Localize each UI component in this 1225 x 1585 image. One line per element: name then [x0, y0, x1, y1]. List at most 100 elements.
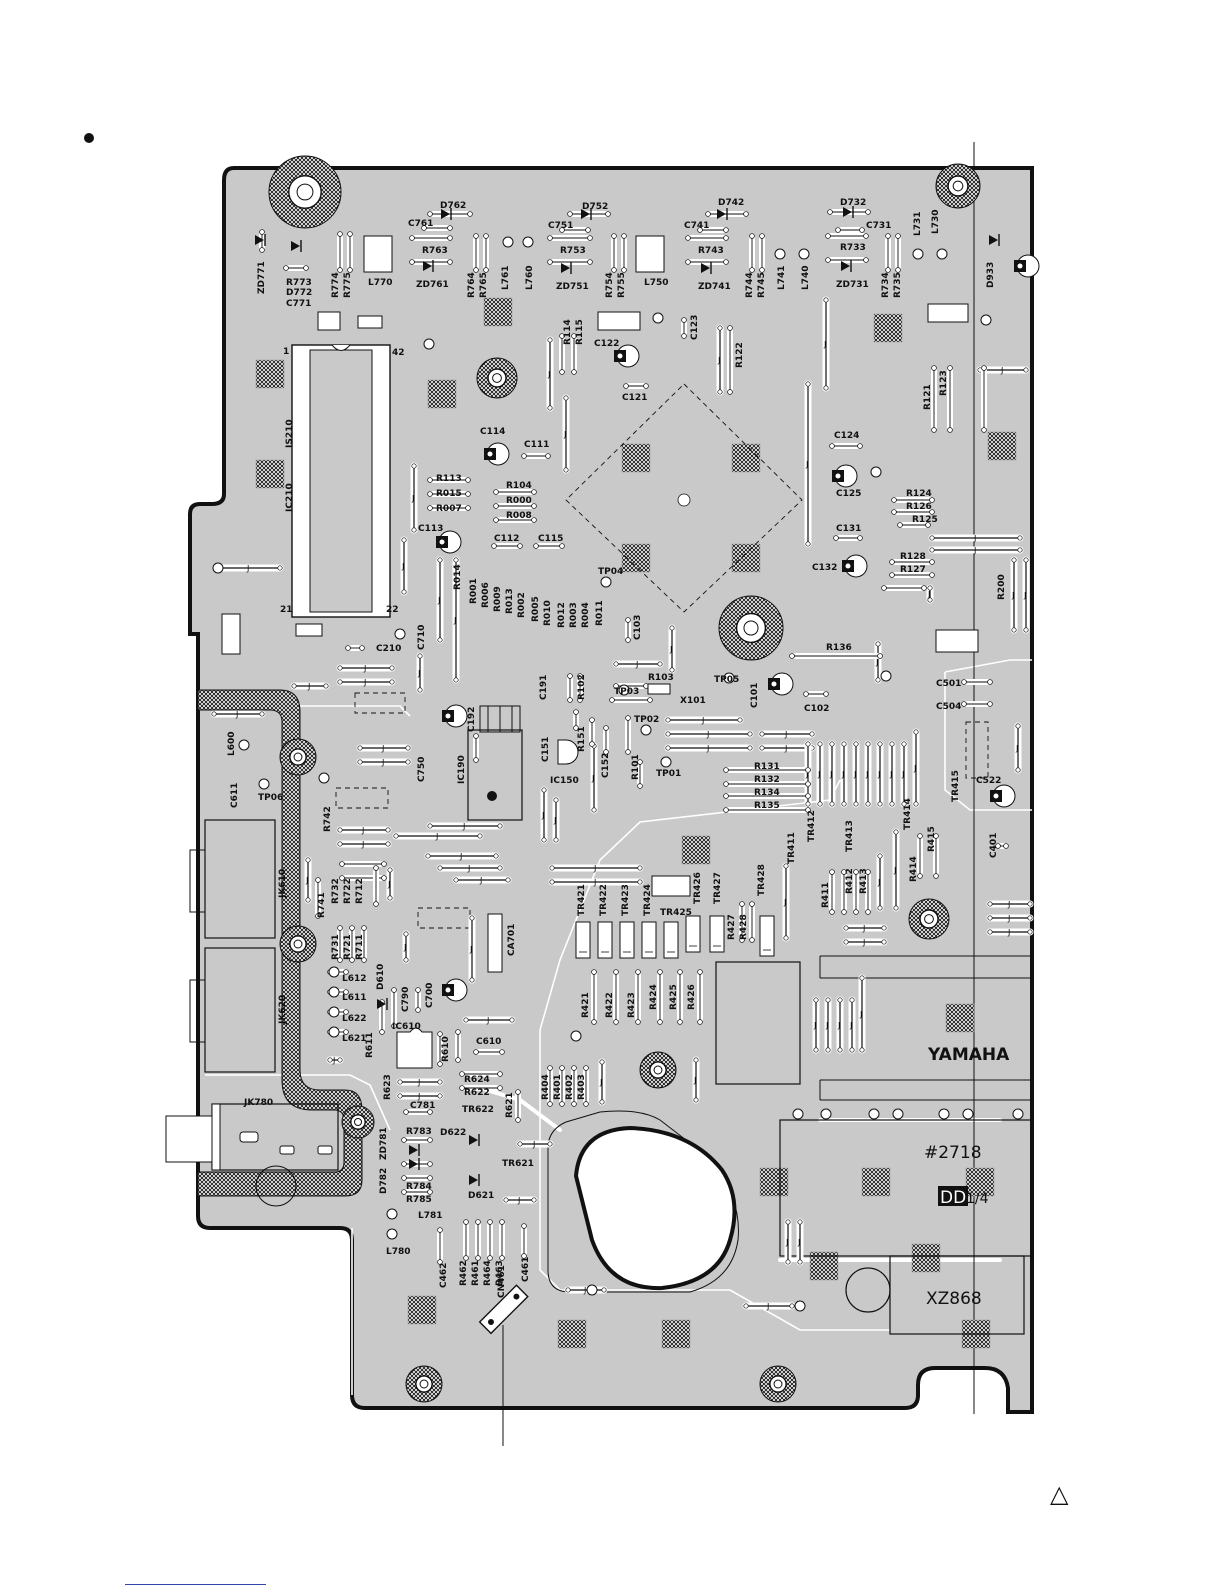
test-pad	[794, 1300, 806, 1312]
label-c111: C111	[524, 440, 549, 450]
passive-component	[283, 265, 309, 271]
hatched-test-squares	[255, 297, 1017, 1349]
label-r007: R007	[436, 504, 462, 514]
ic-pin	[298, 453, 302, 458]
diode-symbol	[409, 1144, 420, 1156]
jumper: J	[468, 914, 476, 984]
jumper-mark: J	[401, 562, 404, 571]
passive-component	[723, 767, 811, 773]
passive-component	[613, 969, 619, 1025]
jumper-mark: J	[479, 876, 482, 885]
label-d742: D742	[718, 198, 744, 208]
jumper-mark: J	[669, 645, 672, 654]
passive-component	[455, 1029, 461, 1063]
jumper: J	[402, 930, 410, 964]
jumper-mark: J	[717, 356, 720, 365]
label-r402: R402	[565, 1074, 575, 1100]
jumper-mark: J	[635, 660, 638, 669]
passive-component	[421, 225, 453, 231]
test-pad	[212, 562, 224, 574]
passive-component	[315, 877, 321, 919]
label-r127: R127	[900, 565, 926, 575]
label-zd771: ZD771	[257, 261, 267, 294]
label-d621: D621	[468, 1191, 494, 1201]
passive-component	[609, 697, 653, 703]
passive-component	[947, 365, 953, 433]
label-r464: R464	[483, 1260, 493, 1286]
caution-triangle-icon: △	[1050, 1480, 1069, 1508]
diode-symbol	[255, 234, 266, 246]
pin-1: 1	[283, 347, 289, 357]
label-r734: R734	[881, 272, 891, 298]
jumper-mark: J	[862, 924, 865, 933]
ic-diamond-center	[677, 493, 691, 507]
passive-component	[749, 901, 755, 943]
label-r721: R721	[343, 934, 353, 960]
ic-pin	[298, 428, 302, 433]
label-ic150: IC150	[550, 776, 579, 786]
passive-component	[625, 715, 631, 755]
label-r426: R426	[687, 984, 697, 1010]
label-tr424: TR424	[643, 884, 653, 916]
passive-component	[635, 969, 641, 1025]
label-r010: R010	[543, 600, 553, 626]
label-l622: L622	[342, 1014, 367, 1024]
version-suffix: 1/4	[966, 1191, 989, 1207]
label-c761: C761	[408, 219, 433, 229]
diode-symbol	[581, 208, 592, 220]
label-jk610: JK610	[278, 869, 288, 899]
passive-component	[603, 725, 609, 755]
label-c152: C152	[601, 753, 611, 778]
ic-pin	[298, 577, 302, 581]
jumper-mark: J	[862, 938, 865, 947]
passive-component	[349, 925, 355, 963]
label-l741: L741	[777, 265, 787, 290]
label-r014: R014	[453, 564, 463, 590]
jumper: J	[812, 996, 820, 1054]
passive-component	[547, 259, 593, 265]
label-c113: C113	[418, 524, 443, 534]
jumper-mark: J	[363, 664, 366, 673]
small-components	[212, 206, 1040, 1312]
jumper: J	[664, 744, 754, 753]
test-pad	[962, 1108, 974, 1120]
passive-component	[475, 1219, 481, 1261]
label-r611: R611	[365, 1032, 375, 1058]
electrolytic-capacitor	[768, 672, 794, 696]
label-r610: R610	[441, 1036, 451, 1062]
passive-component	[895, 233, 901, 273]
passive-component	[995, 843, 1009, 849]
jumper: J	[864, 740, 872, 808]
label-r121: R121	[923, 384, 933, 410]
hatched-square	[483, 297, 513, 327]
label-c125: C125	[836, 489, 861, 499]
jumper: J	[424, 852, 500, 861]
hatched-square	[621, 443, 651, 473]
label-l621: L621	[342, 1034, 367, 1044]
jumper: J	[784, 1218, 792, 1266]
jumper-mark: J	[332, 1056, 335, 1065]
jumper: J	[836, 996, 844, 1054]
diode-symbol	[423, 260, 434, 272]
jumper-mark: J	[877, 878, 880, 887]
label-c750: C750	[417, 757, 427, 782]
passive-component	[533, 543, 565, 549]
label-zd731: ZD731	[836, 280, 869, 290]
label-zd781: ZD781	[379, 1127, 389, 1160]
jumper-mark: J	[486, 1016, 489, 1025]
ic-pin	[298, 540, 302, 544]
label-r462: R462	[459, 1260, 469, 1286]
jumper: J	[336, 678, 396, 687]
jumper-mark: J	[817, 770, 820, 779]
test-pad	[892, 1108, 904, 1120]
bullet-dot	[84, 133, 94, 143]
transistor	[575, 921, 591, 959]
jumper: J	[926, 584, 934, 604]
test-pad	[586, 1284, 598, 1296]
test-pad	[774, 248, 786, 260]
mounting-hole	[476, 357, 518, 399]
jumper-mark: J	[1000, 366, 1003, 375]
jumper: J	[1010, 556, 1018, 634]
passive-component	[567, 673, 573, 703]
